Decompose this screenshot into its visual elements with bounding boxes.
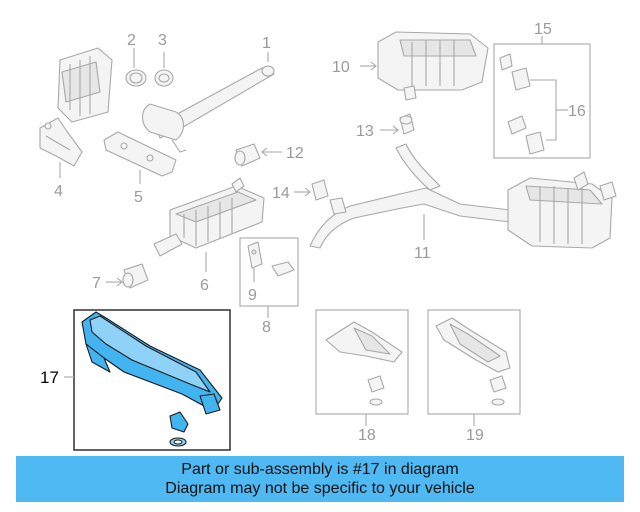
part-14-hanger[interactable] (294, 179, 329, 201)
callout-15: 15 (534, 21, 552, 38)
part-18-kit-box[interactable] (315, 309, 409, 426)
part-3-gasket[interactable] (154, 52, 174, 87)
callout-8: 8 (262, 319, 271, 336)
callout-16: 16 (568, 103, 586, 120)
callout-9: 9 (248, 287, 257, 304)
callout-11: 11 (414, 245, 431, 262)
callout-2: 2 (127, 32, 136, 49)
callout-13: 13 (356, 123, 374, 140)
info-banner: Part or sub-assembly is #17 in diagram D… (16, 456, 624, 502)
part-7-bushing[interactable] (106, 263, 149, 289)
callout-18: 18 (358, 427, 376, 444)
callout-6: 6 (200, 277, 209, 294)
part-15-kit-box[interactable] (493, 36, 591, 159)
callout-19: 19 (466, 427, 484, 444)
part-5-shield-plate[interactable] (103, 131, 177, 184)
part-12-bushing[interactable] (234, 143, 282, 167)
callout-10: 10 (332, 59, 350, 76)
part-13-hanger[interactable] (380, 113, 415, 135)
part-4-bracket[interactable] (39, 117, 83, 178)
callout-7: 7 (92, 275, 101, 292)
callout-4: 4 (54, 183, 63, 200)
banner-line-2: Diagram may not be specific to your vehi… (165, 480, 475, 497)
part-8-kit-box[interactable] (239, 237, 299, 318)
part-11-rear-pipe[interactable] (309, 143, 617, 249)
part-2-clamp[interactable] (125, 48, 147, 87)
part-17-heat-shield-box[interactable] (64, 309, 231, 451)
part-19-kit-box[interactable] (427, 309, 521, 426)
callout-3: 3 (158, 32, 167, 49)
part-1-front-pipe[interactable] (141, 52, 275, 153)
part-10-rear-muffler[interactable] (360, 31, 489, 101)
callout-1: 1 (262, 35, 271, 52)
callout-14: 14 (272, 185, 290, 202)
banner-line-1: Part or sub-assembly is #17 in diagram (181, 461, 459, 478)
callout-17: 17 (40, 368, 59, 387)
part-6-center-muffler[interactable] (153, 177, 265, 272)
callout-12: 12 (286, 145, 304, 162)
callout-5: 5 (134, 189, 143, 206)
catalytic-converter (57, 47, 113, 123)
